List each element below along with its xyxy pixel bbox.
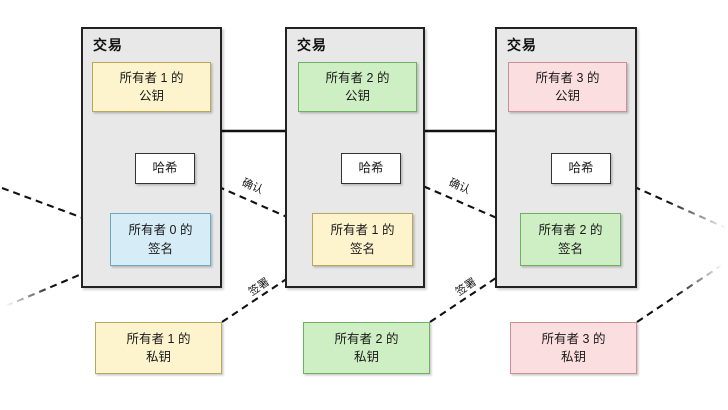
hash-label-2: 哈希	[358, 161, 384, 176]
hash-box-2[interactable]: 哈希	[341, 153, 401, 184]
private-key-box-2[interactable]: 所有者 2 的 私钥	[303, 322, 430, 374]
private-key-line2-1: 私钥	[145, 350, 171, 364]
public-key-box-1[interactable]: 所有者 1 的 公钥	[92, 62, 211, 112]
sign-label-2: 签署	[453, 276, 479, 299]
transaction-title-2: 交易	[297, 37, 327, 53]
signature-box-1[interactable]: 所有者 0 的 签名	[110, 213, 211, 266]
public-key-box-2[interactable]: 所有者 2 的 公钥	[298, 62, 417, 112]
signature-line2-1: 签名	[147, 241, 173, 256]
private-key-line2-2: 私钥	[353, 350, 379, 364]
hash-label-3: 哈希	[568, 161, 594, 176]
private-key-box-3[interactable]: 所有者 3 的 私钥	[510, 322, 637, 374]
verify-label-1: 确认	[239, 176, 265, 197]
private-key-box-1[interactable]: 所有者 1 的 私钥	[95, 322, 222, 374]
hash-box-3[interactable]: 哈希	[551, 153, 611, 184]
transaction-title-3: 交易	[507, 37, 537, 53]
hash-label-1: 哈希	[152, 161, 178, 176]
signature-box-3[interactable]: 所有者 2 的 签名	[520, 213, 621, 266]
signature-box-2[interactable]: 所有者 1 的 签名	[312, 213, 413, 266]
public-key-line1-2: 所有者 2 的	[325, 70, 390, 85]
public-key-line2-2: 公钥	[344, 89, 370, 103]
public-key-line2-3: 公钥	[554, 89, 580, 103]
signature-line2-3: 签名	[557, 241, 583, 256]
private-key-line2-3: 私钥	[560, 350, 586, 364]
transaction-title-1: 交易	[93, 37, 123, 53]
signature-line1-2: 所有者 1 的	[330, 223, 395, 238]
public-key-box-3[interactable]: 所有者 3 的 公钥	[508, 62, 627, 112]
sign-dashed-3	[636, 264, 723, 323]
signature-line1-3: 所有者 2 的	[538, 223, 603, 238]
sign-label-1: 签署	[246, 276, 272, 299]
private-key-line1-3: 所有者 3 的	[541, 331, 606, 346]
public-key-line1-1: 所有者 1 的	[119, 70, 184, 85]
public-key-line2-1: 公钥	[138, 89, 164, 103]
hash-box-1[interactable]: 哈希	[135, 153, 195, 184]
signature-line1-1: 所有者 0 的	[128, 223, 193, 238]
private-key-line1-2: 所有者 2 的	[334, 331, 399, 346]
verify-label-2: 确认	[446, 176, 472, 197]
signature-line2-2: 签名	[349, 241, 375, 256]
private-key-line1-1: 所有者 1 的	[126, 331, 191, 346]
public-key-line1-3: 所有者 3 的	[535, 70, 600, 85]
